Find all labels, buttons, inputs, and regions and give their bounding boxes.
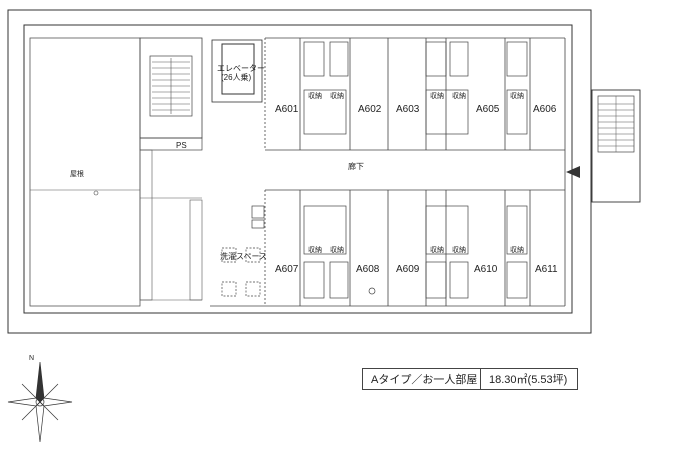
storage-label: 収納 bbox=[452, 245, 466, 254]
storage-label: 収納 bbox=[308, 91, 322, 100]
room-label: A602 bbox=[358, 104, 382, 115]
room-type-legend: Aタイプ／お一人部屋 18.30㎡(5.53坪) bbox=[362, 368, 578, 390]
room-label: A605 bbox=[476, 104, 500, 115]
room-label: A603 bbox=[396, 104, 420, 115]
north-label: N bbox=[29, 355, 34, 362]
room-label: A607 bbox=[275, 264, 299, 275]
ps-room bbox=[139, 137, 203, 151]
outer-wall bbox=[7, 9, 592, 334]
room-label: A611 bbox=[535, 264, 558, 275]
storage-label: 収納 bbox=[330, 91, 344, 100]
roof-label: 屋根 bbox=[70, 169, 84, 178]
room-label: A606 bbox=[533, 104, 557, 115]
storage-label: 収納 bbox=[430, 91, 444, 100]
room-label: A609 bbox=[396, 264, 420, 275]
inner-wall bbox=[23, 24, 573, 314]
room-type-label: Aタイプ／お一人部屋 bbox=[363, 369, 481, 389]
compass-rose-icon bbox=[7, 361, 73, 443]
elevator bbox=[211, 39, 263, 103]
ps-label: PS bbox=[176, 141, 187, 150]
room-label: A608 bbox=[356, 264, 380, 275]
storage-label: 収納 bbox=[510, 245, 524, 254]
storage-label: 収納 bbox=[430, 245, 444, 254]
room-area-label: 18.30㎡(5.53坪) bbox=[489, 374, 568, 386]
room-label: A601 bbox=[275, 104, 299, 115]
elevator-label: エレベーター bbox=[217, 64, 265, 73]
right-stair bbox=[591, 89, 641, 203]
storage-label: 収納 bbox=[452, 91, 466, 100]
storage-label: 収納 bbox=[308, 245, 322, 254]
storage-label: 収納 bbox=[330, 245, 344, 254]
corridor-label: 廊下 bbox=[348, 161, 364, 171]
storage-label: 収納 bbox=[510, 91, 524, 100]
elevator-capacity: (26人乗) bbox=[221, 72, 252, 82]
room-label: A610 bbox=[474, 264, 498, 275]
roof-area bbox=[29, 37, 141, 307]
laundry-label: 洗濯スペース bbox=[220, 251, 267, 261]
